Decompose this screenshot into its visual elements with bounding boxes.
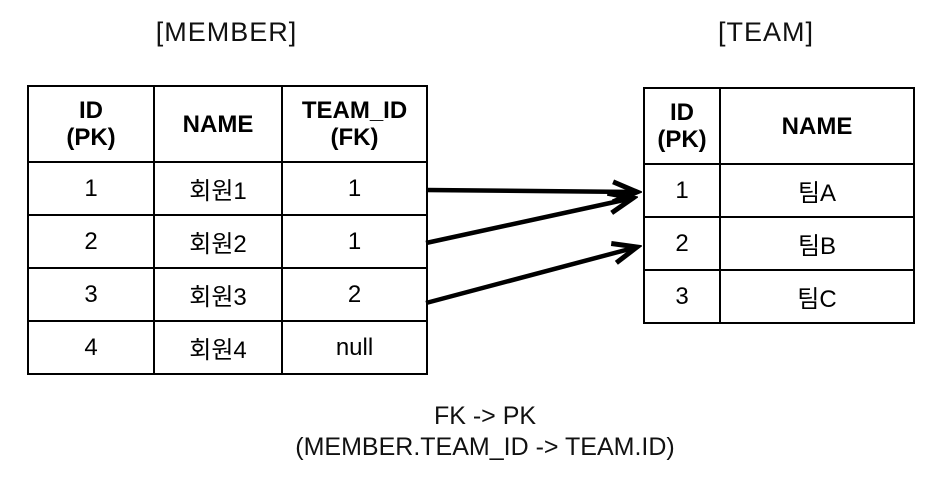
member-cell-id: 3 [27,267,155,322]
member-cell-id: 2 [27,214,155,269]
member-header-row: ID (PK) NAME TEAM_ID (FK) [27,85,428,163]
member-header-id-pk: ID (PK) [27,85,155,163]
member-table-title: [MEMBER] [155,17,298,47]
team-table-title: [TEAM] [717,17,814,47]
member-table: ID (PK) NAME TEAM_ID (FK) 1 회원1 1 2 회원2 … [27,85,428,375]
member-cell-team-id: 2 [281,267,428,322]
member-cell-id: 4 [27,320,155,375]
member-cell-team-id: null [281,320,428,375]
table-row: 1 팀A [643,163,915,218]
team-header-row: ID (PK) NAME [643,87,915,165]
team-table: ID (PK) NAME 1 팀A 2 팀B 3 팀C [643,87,915,324]
member-header-name: NAME [153,85,283,163]
table-row: 3 회원3 2 [27,267,428,322]
team-cell-name: 팀C [719,269,915,324]
table-row: 4 회원4 null [27,320,428,375]
member-cell-team-id: 1 [281,161,428,216]
fk-arrow-member2-to-team1 [425,198,633,246]
team-cell-id: 1 [643,163,721,218]
team-header-name: NAME [719,87,915,165]
member-cell-name: 회원2 [153,214,283,269]
team-cell-id: 3 [643,269,721,324]
member-header-team-id-fk: TEAM_ID (FK) [281,85,428,163]
member-cell-name: 회원4 [153,320,283,375]
team-header-id-pk: ID (PK) [643,87,721,165]
table-row: 2 회원2 1 [27,214,428,269]
team-cell-id: 2 [643,216,721,271]
fk-arrow-member1-to-team1 [425,190,637,192]
member-cell-name: 회원3 [153,267,283,322]
caption-line-fk-pk: FK -> PK [433,402,537,430]
table-row: 2 팀B [643,216,915,271]
team-cell-name: 팀B [719,216,915,271]
table-row: 3 팀C [643,269,915,324]
member-cell-name: 회원1 [153,161,283,216]
member-cell-team-id: 1 [281,214,428,269]
caption-line-mapping: (MEMBER.TEAM_ID -> TEAM.ID) [295,433,675,461]
fk-arrow-member3-to-team2 [425,247,637,306]
table-row: 1 회원1 1 [27,161,428,216]
member-cell-id: 1 [27,161,155,216]
team-cell-name: 팀A [719,163,915,218]
caption: FK -> PK (MEMBER.TEAM_ID -> TEAM.ID) [20,401,938,463]
